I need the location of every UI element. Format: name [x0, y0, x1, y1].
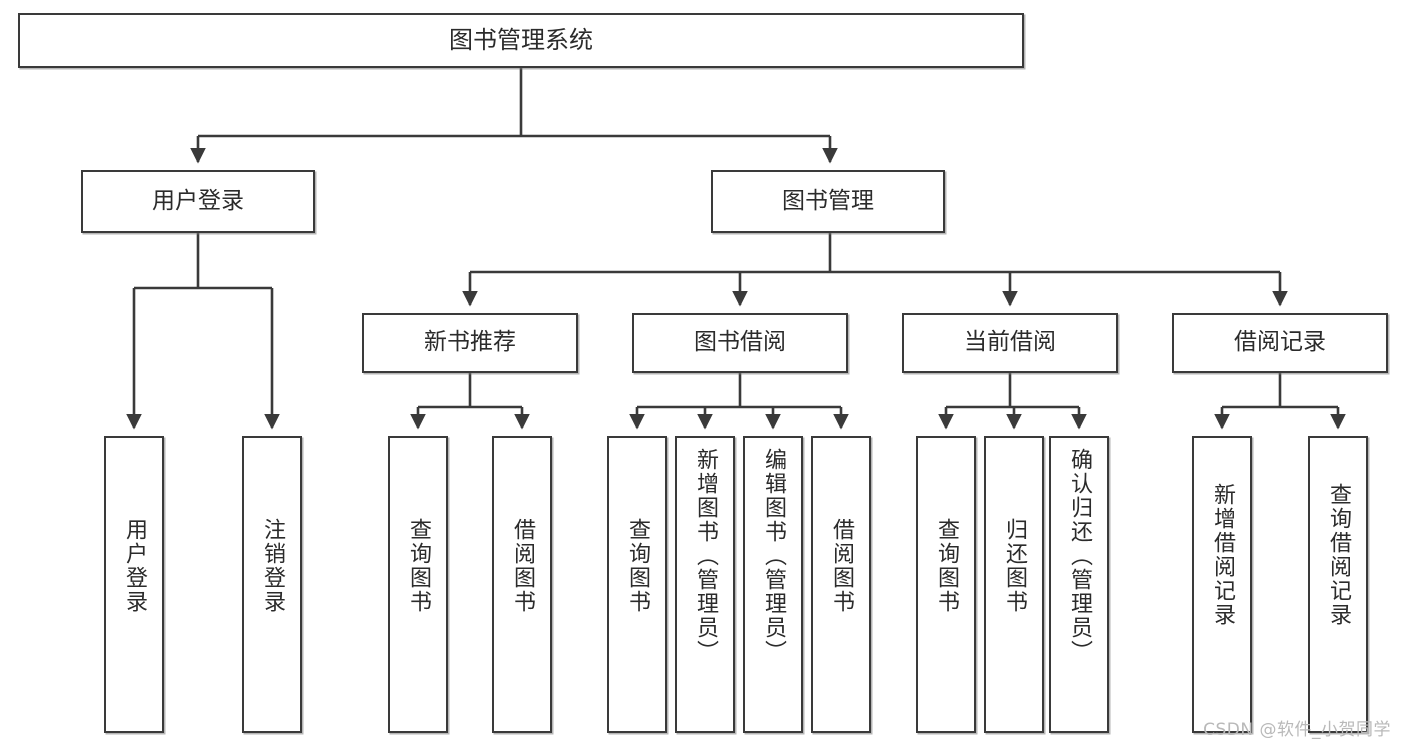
- node-label: 借阅图书: [510, 518, 535, 614]
- node-label: 用户登录: [152, 187, 244, 214]
- node-label: 新书推荐: [424, 329, 516, 356]
- node-label: 用户登录: [122, 518, 147, 614]
- node-label: 新增图书（管理员）: [693, 448, 718, 664]
- leaf-query-book-recommend[interactable]: 查询图书: [388, 436, 448, 733]
- leaf-edit-book-admin[interactable]: 编辑图书（管理员）: [743, 436, 803, 733]
- leaf-query-book-borrow[interactable]: 查询图书: [607, 436, 667, 733]
- node-label: 借阅记录: [1234, 329, 1326, 356]
- leaf-borrow-book-borrow[interactable]: 借阅图书: [811, 436, 871, 733]
- leaf-user-login[interactable]: 用户登录: [104, 436, 164, 733]
- node-label: 查询图书: [625, 518, 650, 614]
- node-label: 图书管理: [782, 187, 874, 214]
- leaf-add-borrow-record[interactable]: 新增借阅记录: [1192, 436, 1252, 733]
- node-label: 注销登录: [260, 518, 285, 614]
- node-borrow-record[interactable]: 借阅记录: [1172, 313, 1388, 373]
- leaf-logout-login[interactable]: 注销登录: [242, 436, 302, 733]
- node-label: 确认归还（管理员）: [1067, 448, 1092, 664]
- leaf-return-book[interactable]: 归还图书: [984, 436, 1044, 733]
- node-book-management[interactable]: 图书管理: [711, 170, 945, 233]
- leaf-query-borrow-record[interactable]: 查询借阅记录: [1308, 436, 1368, 733]
- node-label: 图书借阅: [694, 329, 786, 356]
- leaf-add-book-admin[interactable]: 新增图书（管理员）: [675, 436, 735, 733]
- node-label: 借阅图书: [829, 518, 854, 614]
- node-book-borrow[interactable]: 图书借阅: [632, 313, 848, 373]
- csdn-watermark: CSDN @软件_小贺同学: [1203, 720, 1391, 740]
- leaf-query-book-current[interactable]: 查询图书: [916, 436, 976, 733]
- node-label: 编辑图书（管理员）: [761, 448, 786, 664]
- node-root-book-management-system[interactable]: 图书管理系统: [18, 13, 1024, 68]
- node-label: 新增借阅记录: [1210, 483, 1235, 627]
- leaf-confirm-return-admin[interactable]: 确认归还（管理员）: [1049, 436, 1109, 733]
- node-label: 归还图书: [1002, 518, 1027, 614]
- leaf-borrow-book-recommend[interactable]: 借阅图书: [492, 436, 552, 733]
- node-current-borrow[interactable]: 当前借阅: [902, 313, 1118, 373]
- node-label: 图书管理系统: [449, 26, 593, 55]
- node-label: 查询图书: [934, 518, 959, 614]
- node-new-book-recommend[interactable]: 新书推荐: [362, 313, 578, 373]
- node-user-login[interactable]: 用户登录: [81, 170, 315, 233]
- node-label: 查询图书: [406, 518, 431, 614]
- node-label: 当前借阅: [964, 329, 1056, 356]
- node-label: 查询借阅记录: [1326, 483, 1351, 627]
